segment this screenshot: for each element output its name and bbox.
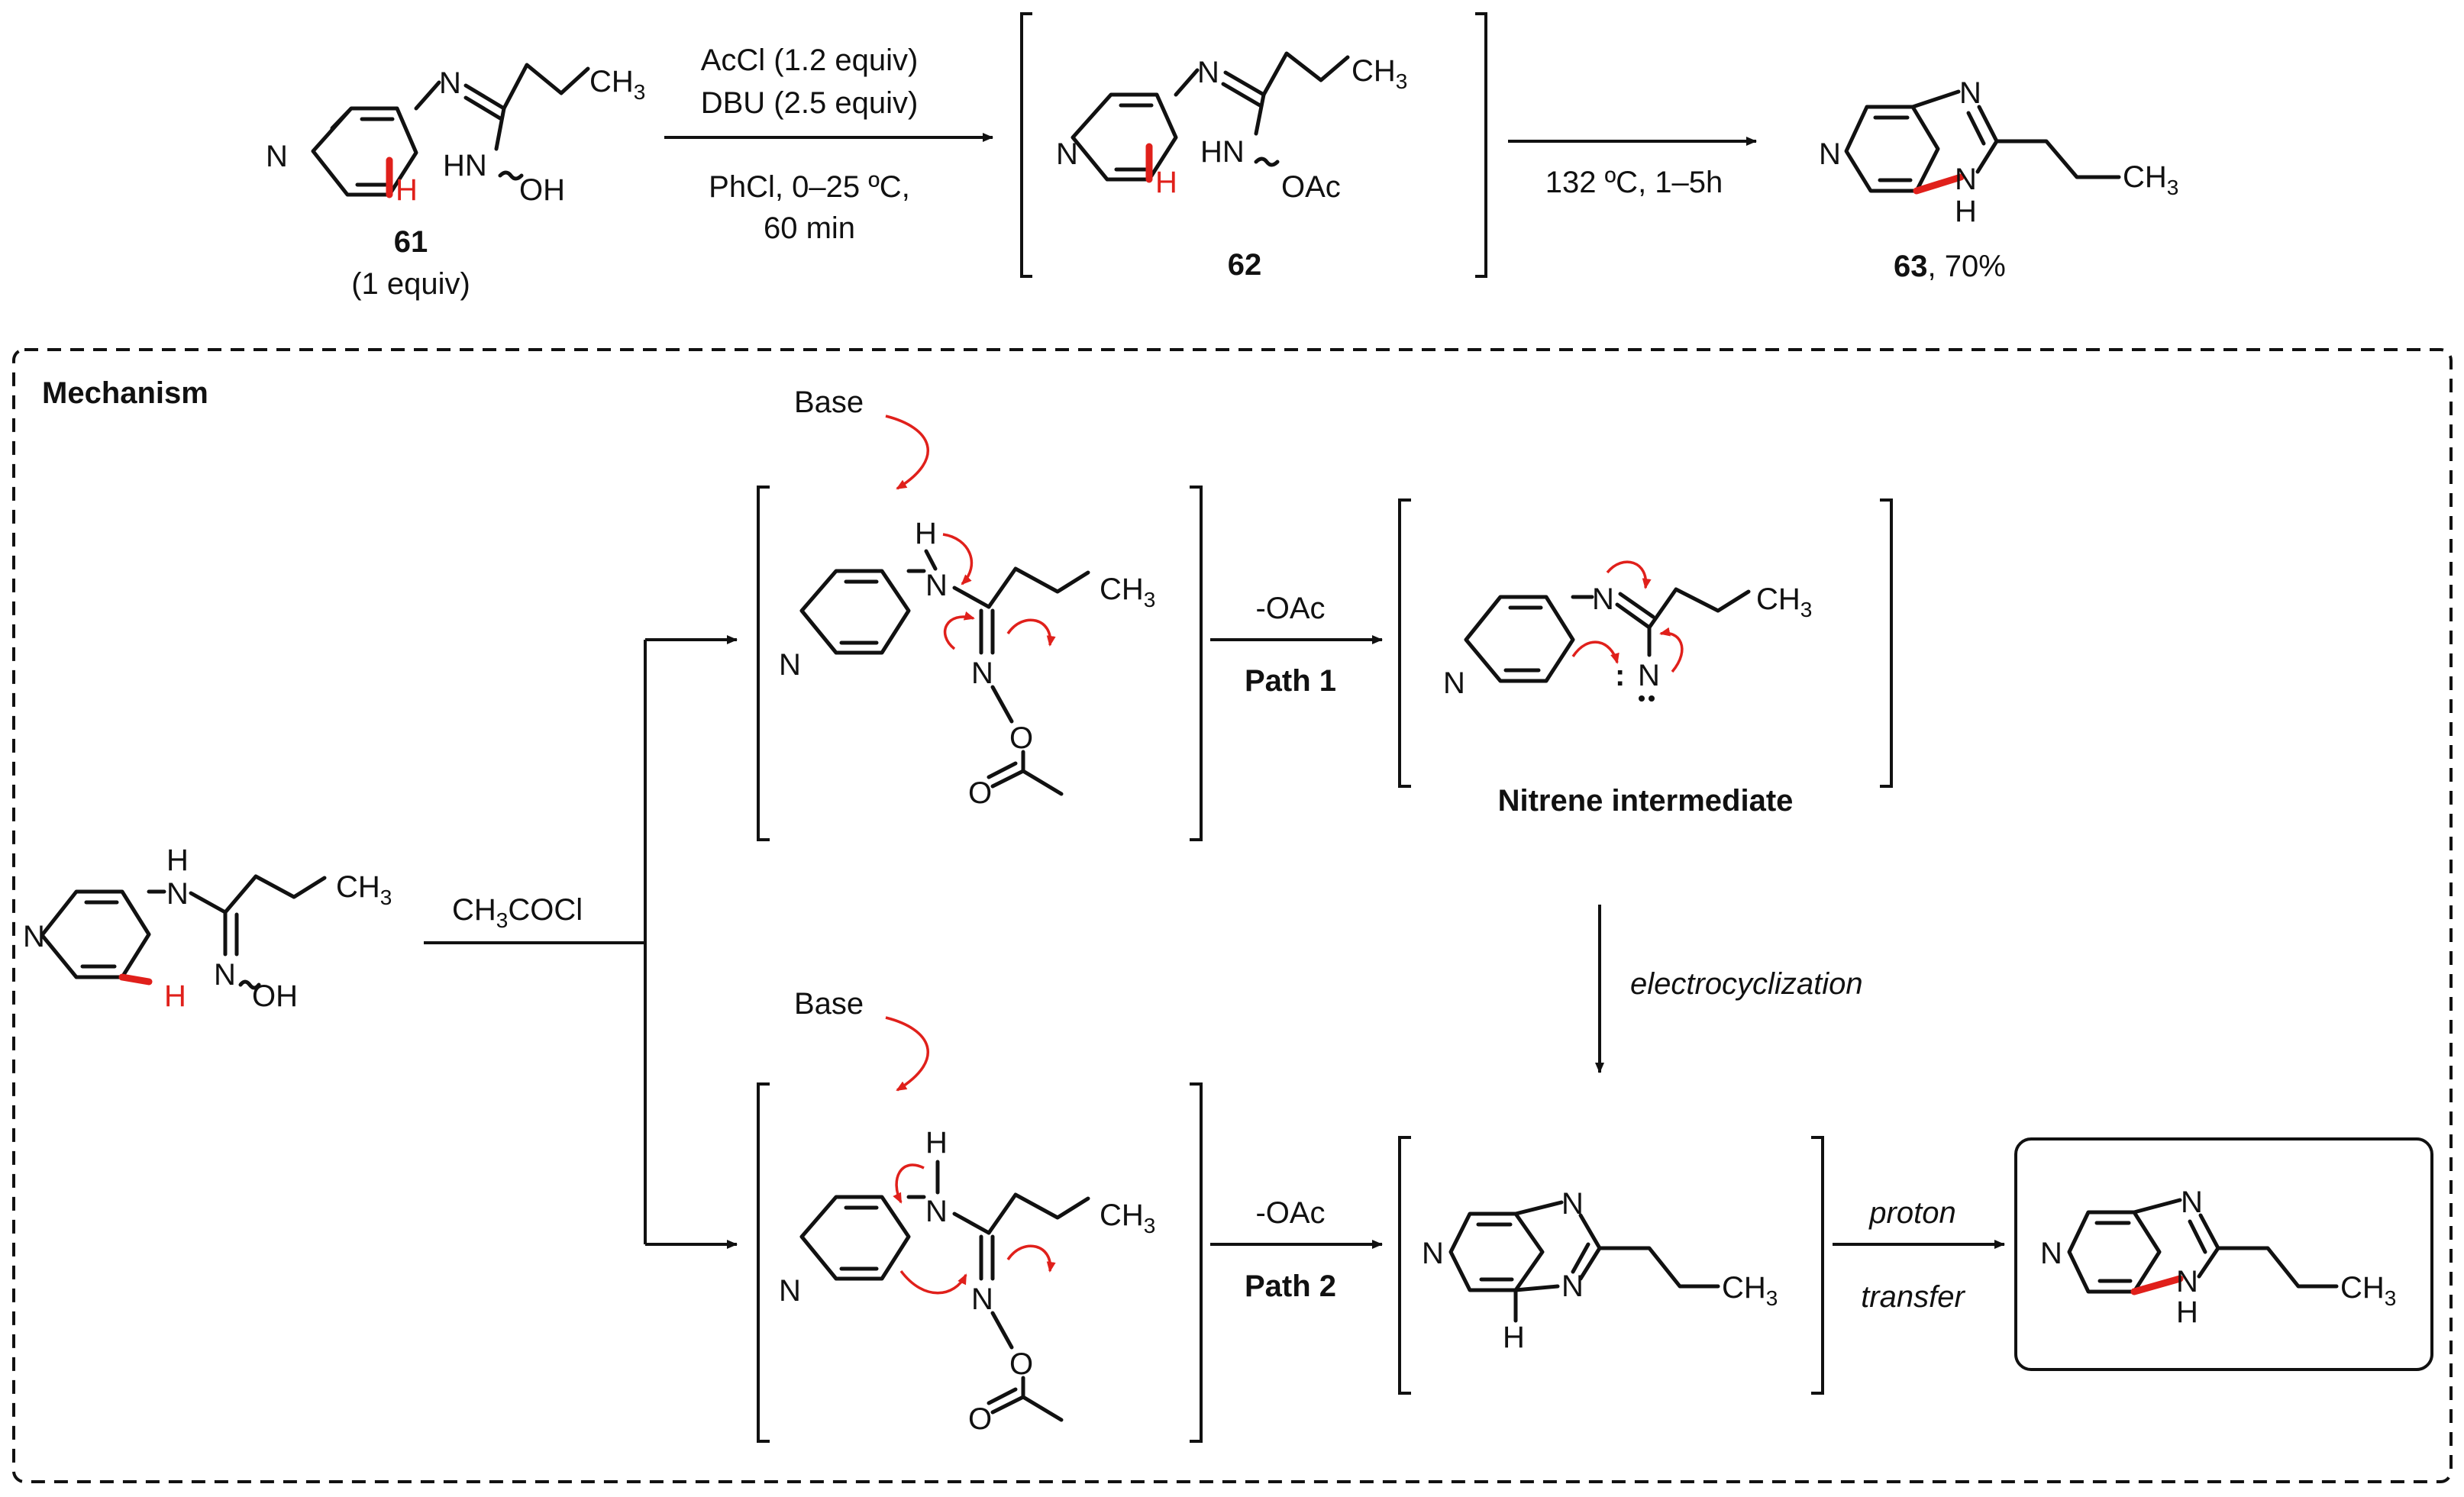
- path-1-label: Path 1: [1245, 664, 1336, 698]
- n-atom: N: [971, 657, 993, 690]
- n-atom: N: [1592, 582, 1614, 616]
- electrocyclization-label: electrocyclization: [1630, 967, 1863, 1001]
- nh-hydrogen: H: [915, 517, 937, 550]
- ch3-group: CH3: [1756, 582, 1812, 621]
- nh-hydrogen: H: [166, 844, 189, 877]
- n-atom: N: [1422, 1237, 1444, 1270]
- lone-pair: :: [1615, 659, 1625, 692]
- path2-intermediate: Base N N H CH3 N O O: [757, 987, 1203, 1443]
- n-atom: N: [214, 958, 236, 992]
- n-atom: N: [266, 140, 288, 173]
- carbonyl-o: O: [968, 1402, 992, 1436]
- nitrene-n: N: [1638, 659, 1660, 692]
- leaving-group-2: -OAc: [1255, 1196, 1325, 1230]
- base-label: Base: [794, 987, 864, 1021]
- n-atom: N: [1056, 137, 1078, 171]
- leaving-group-1: -OAc: [1255, 592, 1325, 625]
- base-label: Base: [794, 386, 864, 419]
- nh-hydrogen: H: [1955, 195, 1977, 228]
- ch3-group: CH3: [589, 65, 645, 104]
- step2-arrow: 132 ºC, 1–5h: [1508, 137, 1757, 199]
- n-atom: N: [925, 1195, 948, 1228]
- nh-hydrogen: H: [925, 1126, 948, 1160]
- compound-number-62: 62: [1228, 248, 1262, 282]
- n-atom: N: [439, 66, 461, 100]
- compound-63: N N N H CH3 63, 70%: [1819, 76, 2178, 283]
- n-atom: N: [779, 1274, 801, 1308]
- oh-group: OH: [519, 173, 565, 207]
- path1-arrow: -OAc Path 1: [1210, 592, 1383, 698]
- red-hydrogen: H: [164, 979, 186, 1013]
- reagent-dbu: DBU (2.5 equiv): [701, 86, 919, 120]
- nitrene-intermediate: N N CH3 N : Nitrene intermediate: [1398, 498, 1893, 818]
- ch3-group: CH3: [2340, 1271, 2396, 1310]
- path1-intermediate: Base N N H CH3 N O O: [757, 386, 1203, 841]
- hn-group: HN: [443, 149, 487, 182]
- hn-group: HN: [1200, 135, 1245, 169]
- reagent-acetyl-chloride: CH3COCl: [452, 893, 583, 932]
- o-atom: O: [1009, 721, 1033, 755]
- product-label: 63, 70%: [1894, 250, 2006, 283]
- n-atom: N: [1819, 137, 1841, 171]
- oac-group: OAc: [1281, 170, 1341, 204]
- thermal-conditions: 132 ºC, 1–5h: [1545, 166, 1723, 199]
- ch3-group: CH3: [1100, 1199, 1155, 1237]
- carbonyl-o: O: [968, 776, 992, 810]
- branch-arrows: CH3COCl: [424, 635, 738, 1249]
- n-atom: N: [23, 920, 45, 953]
- n-atom: N: [1561, 1270, 1584, 1303]
- mechanism-title: Mechanism: [42, 376, 208, 410]
- compound-61: N N CH3 HN OH H 61 (1 equiv): [266, 63, 645, 301]
- nh-atom: N: [2176, 1265, 2198, 1299]
- mechanism-box: [12, 348, 2453, 1483]
- n-atom: N: [971, 1282, 993, 1316]
- ch3-group: CH3: [1351, 54, 1407, 93]
- nitrene-label: Nitrene intermediate: [1498, 784, 1794, 818]
- solvent-temp: PhCl, 0–25 ºC,: [709, 170, 910, 204]
- n-atom: N: [2181, 1186, 2203, 1219]
- n-atom: N: [1197, 56, 1219, 89]
- red-hydrogen: H: [396, 173, 418, 207]
- red-hydrogen: H: [1155, 166, 1177, 199]
- compound-number-61: 61: [394, 225, 428, 259]
- step1-arrow: AcCl (1.2 equiv) DBU (2.5 equiv) PhCl, 0…: [664, 44, 993, 245]
- ch3-group: CH3: [336, 870, 392, 909]
- angular-hydrogen: H: [1503, 1321, 1525, 1354]
- ch3-group: CH3: [1722, 1271, 1778, 1310]
- cyclized-intermediate: N N N H CH3: [1398, 1136, 1824, 1395]
- reagent-accl: AcCl (1.2 equiv): [701, 44, 919, 77]
- n-atom: N: [2040, 1237, 2062, 1270]
- n-atom: N: [166, 877, 189, 911]
- electrocyclization-arrow: electrocyclization: [1595, 905, 1863, 1073]
- nh-atom: N: [1955, 163, 1977, 196]
- nh-hydrogen: H: [2176, 1295, 2198, 1329]
- transfer-label: transfer: [1861, 1280, 1965, 1314]
- n-atom: N: [1959, 76, 1981, 110]
- starting-amidoxime: N N H CH3 N OH H: [23, 844, 392, 1013]
- proton-label: proton: [1868, 1196, 1955, 1230]
- equiv-note: (1 equiv): [351, 267, 470, 301]
- o-atom: O: [1009, 1347, 1033, 1381]
- final-product: N N N H CH3: [2014, 1137, 2433, 1371]
- path2-arrow: -OAc Path 2: [1210, 1196, 1383, 1303]
- ch3-group: CH3: [1100, 573, 1155, 611]
- proton-transfer-arrow: proton transfer: [1833, 1196, 2005, 1314]
- ch3-group: CH3: [2123, 160, 2178, 199]
- reaction-time: 60 min: [764, 211, 855, 245]
- compound-62: N N CH3 HN OAc H 62: [1020, 12, 1487, 282]
- path-2-label: Path 2: [1245, 1270, 1336, 1303]
- n-atom: N: [779, 648, 801, 682]
- oh-group: OH: [252, 979, 298, 1013]
- n-atom: N: [1443, 666, 1465, 700]
- n-atom: N: [925, 569, 948, 602]
